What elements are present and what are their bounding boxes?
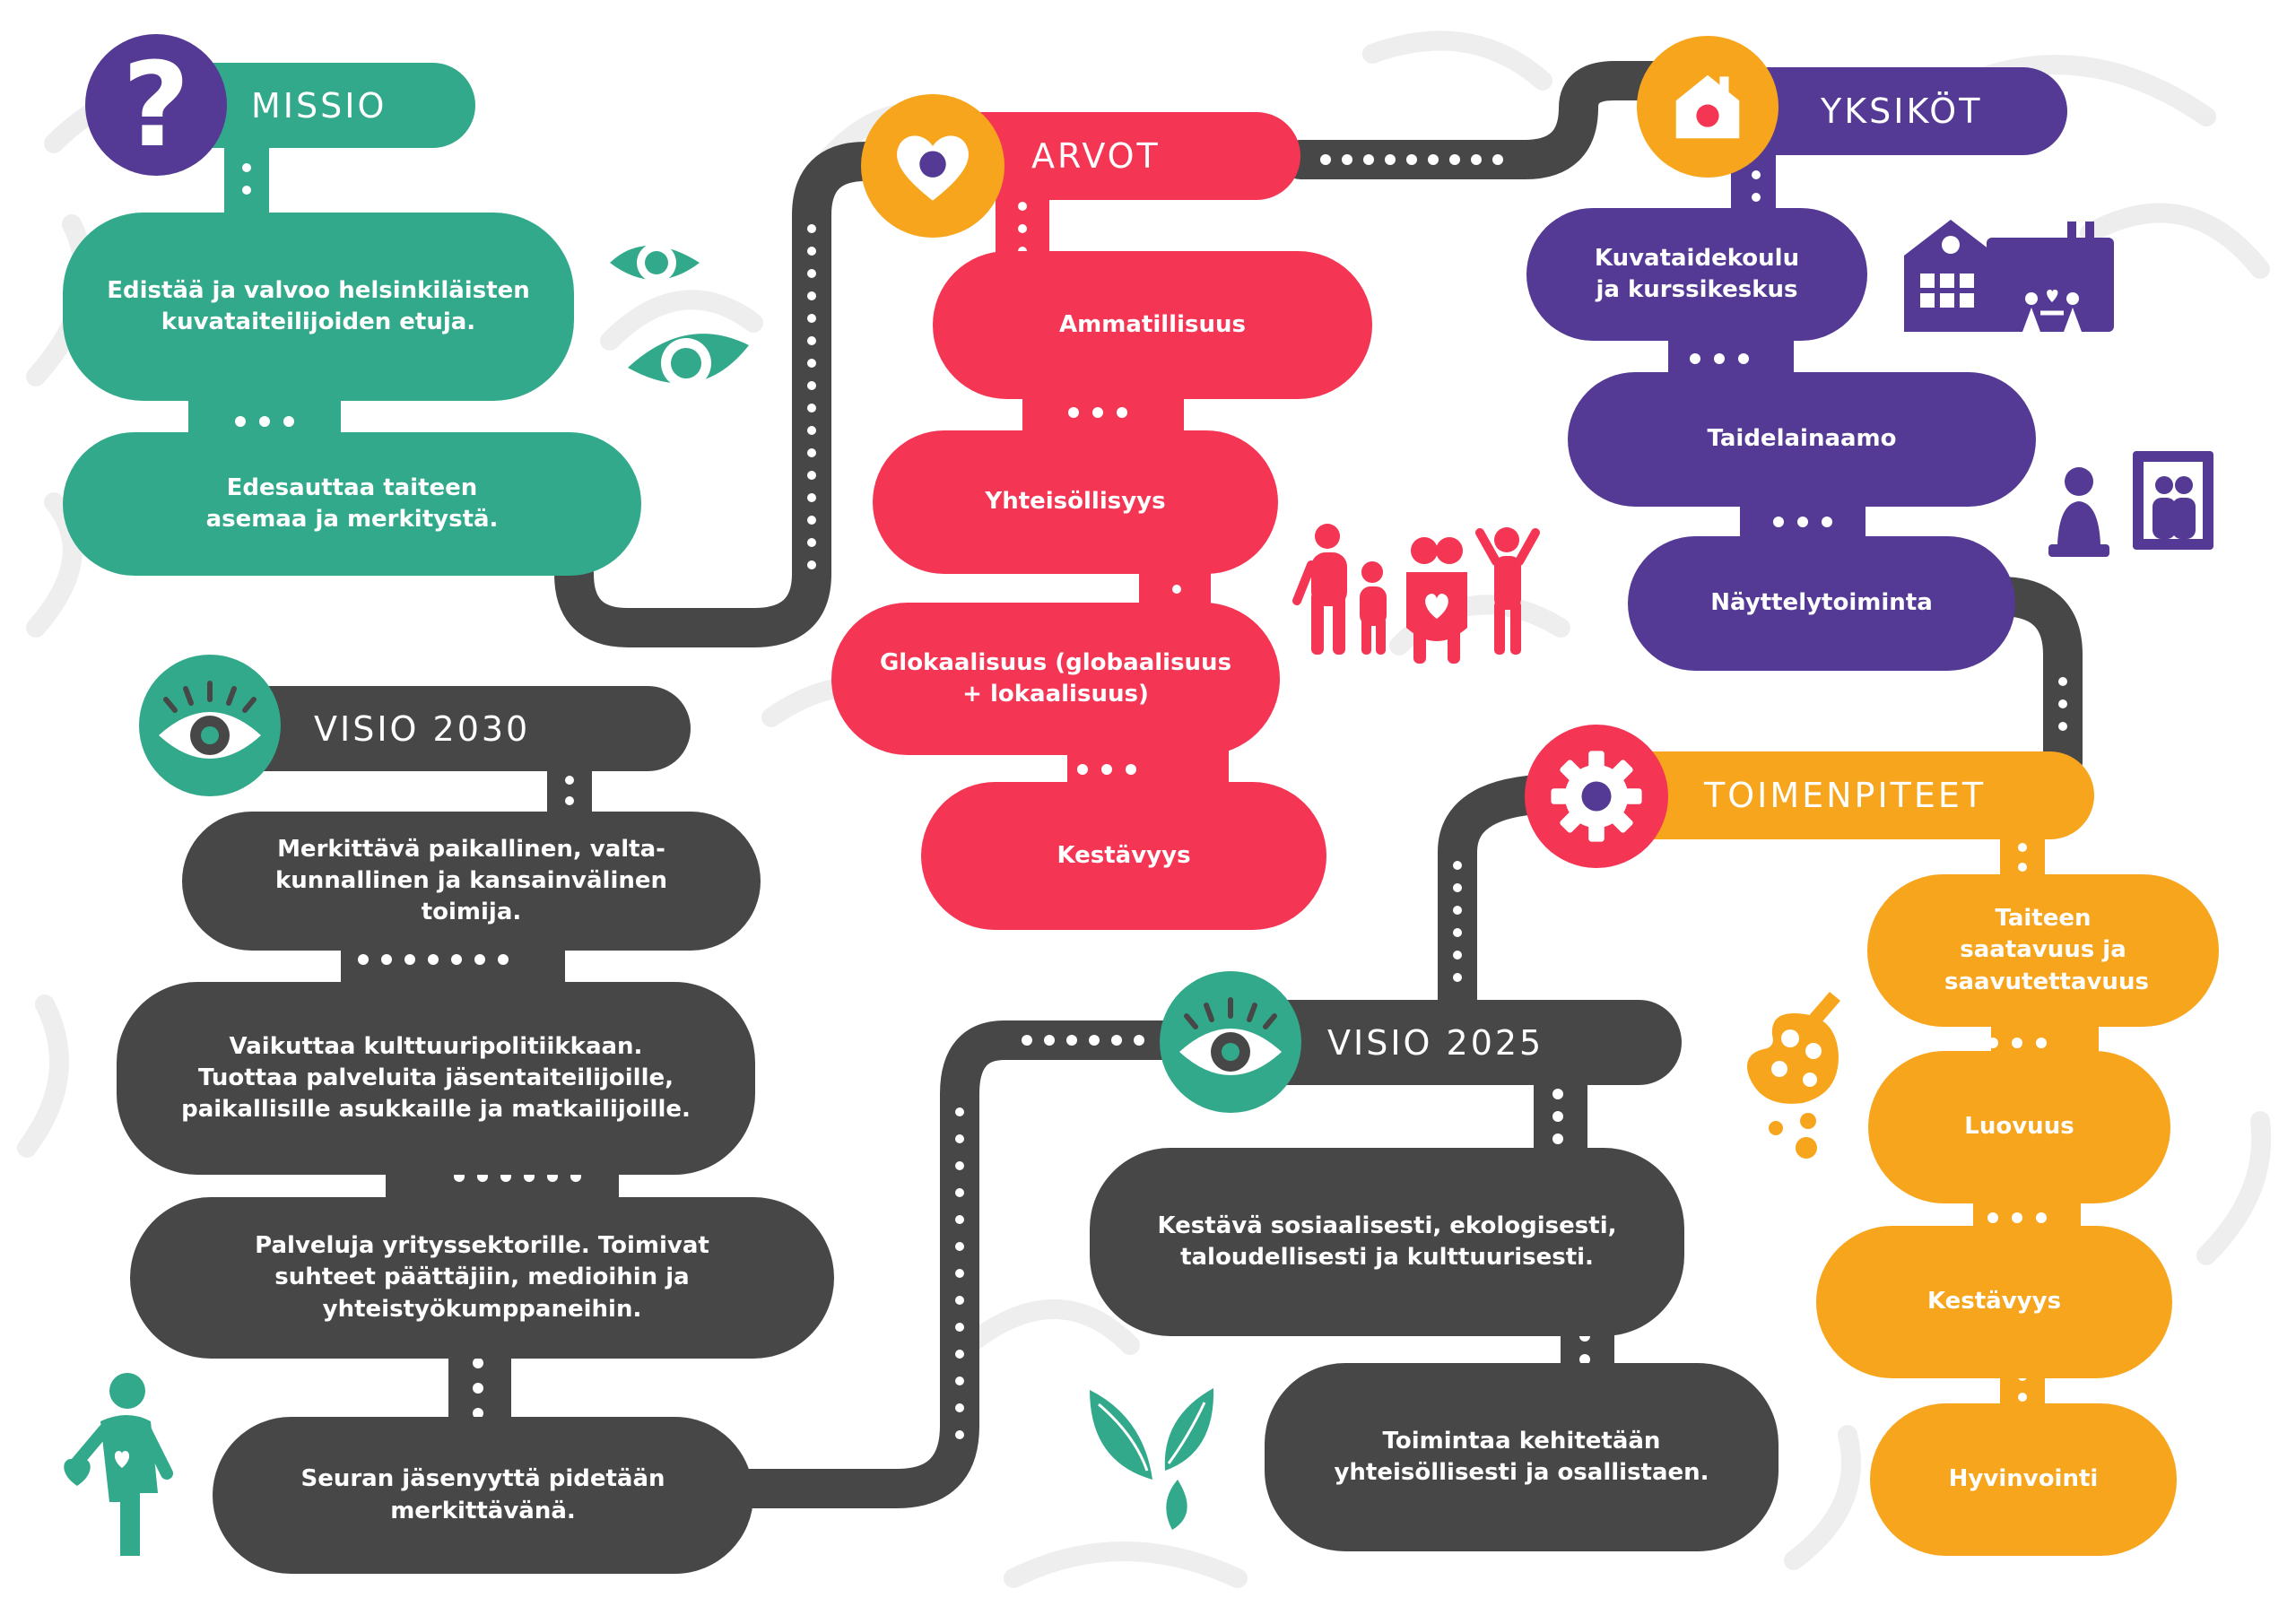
eyes-icon bbox=[610, 243, 749, 388]
yksikot-item-3-text: Näyttelytoiminta bbox=[1710, 589, 1933, 617]
visio2030-item-2: Vaikuttaa kulttuuripolitiikkaan. Tuottaa… bbox=[117, 982, 755, 1175]
visio2030-item-4: Seuran jäsenyyttä pidetään merkittävänä. bbox=[213, 1417, 753, 1574]
visio2030-item-1-text: Merkittävä paikallinen, valta-kunnalline… bbox=[274, 835, 668, 926]
path-dots bbox=[807, 154, 2067, 1439]
house-icon bbox=[1675, 74, 1740, 139]
missio-item-1-text: Edistää ja valvoo helsinkiläisten kuvata… bbox=[107, 276, 530, 335]
toimenpiteet-badge bbox=[1525, 725, 1668, 868]
eye-icon bbox=[1179, 997, 1282, 1075]
visio2030-title: VISIO 2030 bbox=[314, 708, 531, 749]
person-with-heart-icon bbox=[64, 1373, 173, 1556]
school-building-icon bbox=[1904, 220, 2114, 332]
arvot-item-1-text: Ammatillisuus bbox=[1059, 310, 1246, 338]
toimenpiteet-item-3-text: Kestävyys bbox=[1926, 1288, 2062, 1316]
toimenpiteet-item-2: Luovuus bbox=[1868, 1051, 2170, 1203]
visio2025-heading: VISIO 2025 bbox=[1247, 1000, 1682, 1085]
missio-item-1: Edistää ja valvoo helsinkiläisten kuvata… bbox=[63, 213, 574, 401]
palette-icon bbox=[1747, 992, 1840, 1159]
missio-item-2-text: Edesauttaa taiteen asemaa ja merkitystä. bbox=[205, 473, 499, 533]
arvot-item-3-text: Glokaalisuus (globaalisuus + lokaalisuus… bbox=[879, 648, 1232, 708]
missio-badge: ? bbox=[85, 34, 227, 176]
toimenpiteet-item-1-text: Taiteen saatavuus ja saavutettavuus bbox=[1944, 905, 2149, 995]
yksikot-badge bbox=[1637, 36, 1779, 178]
yksikot-title: YKSIKÖT bbox=[1821, 91, 1983, 131]
visio2025-title: VISIO 2025 bbox=[1327, 1022, 1544, 1063]
family-icon bbox=[1292, 524, 1540, 664]
toimenpiteet-item-4: Hyvinvointi bbox=[1870, 1403, 2177, 1556]
bust-and-portrait-icon bbox=[2048, 451, 2213, 557]
visio2030-item-3-text: Palveluja yrityssektorille. Toimivat suh… bbox=[255, 1232, 709, 1323]
toimenpiteet-item-4-text: Hyvinvointi bbox=[1948, 1465, 2099, 1493]
arvot-heading: ARVOT bbox=[951, 112, 1300, 200]
visio2030-item-4-text: Seuran jäsenyyttä pidetään merkittävänä. bbox=[300, 1465, 665, 1524]
eye-icon bbox=[159, 681, 261, 759]
arvot-item-4-text: Kestävyys bbox=[1057, 841, 1191, 869]
visio2030-heading: VISIO 2030 bbox=[224, 686, 691, 771]
yksikot-heading: YKSIKÖT bbox=[1722, 67, 2067, 155]
toimenpiteet-title: TOIMENPITEET bbox=[1704, 776, 1987, 815]
yksikot-item-1-text: Kuvataidekoulu ja kurssikeskus bbox=[1594, 244, 1800, 303]
yksikot-item-2-text: Taidelainaamo bbox=[1707, 425, 1897, 453]
toimenpiteet-item-3: Kestävyys bbox=[1816, 1226, 2172, 1378]
arvot-item-1: Ammatillisuus bbox=[933, 251, 1372, 399]
leaves-icon bbox=[1090, 1388, 1214, 1530]
visio2030-item-3: Palveluja yrityssektorille. Toimivat suh… bbox=[130, 1197, 834, 1359]
arvot-item-2: Yhteisöllisyys bbox=[873, 430, 1278, 574]
heart-icon bbox=[897, 135, 969, 201]
missio-item-2: Edesauttaa taiteen asemaa ja merkitystä. bbox=[63, 432, 641, 576]
visio2030-item-1: Merkittävä paikallinen, valta-kunnalline… bbox=[182, 812, 761, 951]
visio2025-item-1: Kestävä sosiaalisesti, ekologisesti, tal… bbox=[1090, 1148, 1684, 1336]
toimenpiteet-heading: TOIMENPITEET bbox=[1605, 751, 2094, 839]
arvot-badge bbox=[861, 94, 1004, 238]
gear-icon bbox=[1551, 751, 1642, 842]
visio2025-item-2-text: Toimintaa kehitetään yhteisöllisesti ja … bbox=[1334, 1427, 1709, 1486]
missio-title: MISSIO bbox=[251, 85, 387, 126]
missio-heading: MISSIO bbox=[179, 63, 475, 148]
neck-dots bbox=[235, 163, 2047, 1419]
visio2030-item-2-text: Vaikuttaa kulttuuripolitiikkaan. Tuottaa… bbox=[181, 1032, 691, 1124]
arvot-item-2-text: Yhteisöllisyys bbox=[985, 488, 1166, 516]
yksikot-item-1: Kuvataidekoulu ja kurssikeskus bbox=[1526, 208, 1867, 341]
visio2025-badge bbox=[1160, 971, 1301, 1113]
arvot-item-4: Kestävyys bbox=[921, 782, 1326, 930]
arvot-item-3: Glokaalisuus (globaalisuus + lokaalisuus… bbox=[831, 603, 1280, 755]
visio2025-item-1-text: Kestävä sosiaalisesti, ekologisesti, tal… bbox=[1157, 1211, 1617, 1271]
visio2025-item-2: Toimintaa kehitetään yhteisöllisesti ja … bbox=[1265, 1363, 1779, 1551]
question-icon: ? bbox=[122, 37, 190, 173]
toimenpiteet-item-1: Taiteen saatavuus ja saavutettavuus bbox=[1867, 874, 2219, 1027]
yksikot-item-2: Taidelainaamo bbox=[1568, 372, 2036, 507]
toimenpiteet-item-2-text: Luovuus bbox=[1964, 1113, 2074, 1141]
arvot-title: ARVOT bbox=[1031, 136, 1161, 176]
yksikot-item-3: Näyttelytoiminta bbox=[1628, 536, 2015, 671]
visio2030-badge bbox=[139, 655, 281, 796]
